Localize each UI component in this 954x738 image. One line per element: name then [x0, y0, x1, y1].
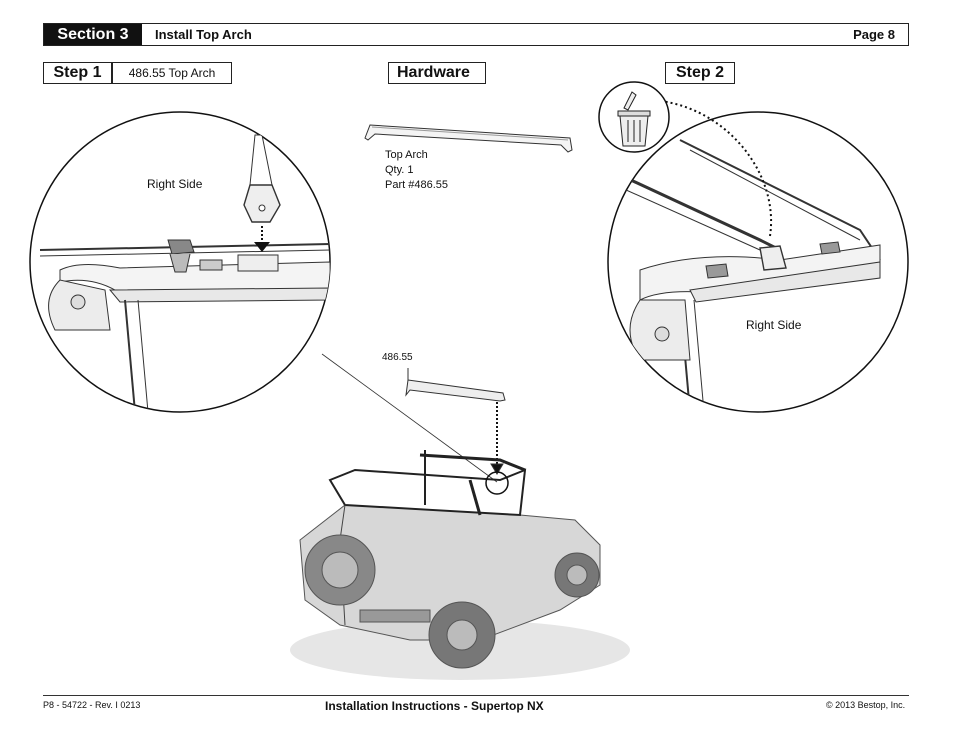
footer-divider: [43, 695, 909, 696]
step1-detail-label: Right Side: [147, 177, 203, 191]
jeep-drawing: [290, 450, 630, 680]
hardware-label: Hardware: [388, 62, 486, 84]
step1-part-label: 486.55 Top Arch: [112, 62, 232, 84]
step1-detail-circle: [29, 111, 331, 413]
hardware-top-arch-drawing: [364, 124, 573, 153]
leader-line: [321, 353, 498, 483]
step2-detail-label: Right Side: [746, 318, 802, 332]
hardware-qty: Qty. 1: [385, 164, 414, 176]
section-header: Section 3 Install Top Arch Page 8: [43, 23, 909, 46]
section-label: Section 3: [44, 24, 142, 45]
hardware-part-number: Part #486.55: [385, 179, 448, 191]
main-callout-label: 486.55: [382, 352, 413, 363]
trash-can-icon: [598, 81, 670, 153]
footer-document-number: P8 - 54722 - Rev. I 0213: [43, 700, 141, 710]
footer-title: Installation Instructions - Supertop NX: [325, 699, 544, 713]
step2-label: Step 2: [665, 62, 735, 84]
step2-detail-circle: [607, 94, 909, 413]
section-title: Install Top Arch: [155, 27, 252, 42]
page-number: Page 8: [853, 27, 895, 42]
main-arch-drawing: [405, 368, 506, 475]
step1-label: Step 1: [43, 62, 112, 84]
hardware-name: Top Arch: [385, 149, 428, 161]
footer-copyright: © 2013 Bestop, Inc.: [826, 700, 906, 710]
